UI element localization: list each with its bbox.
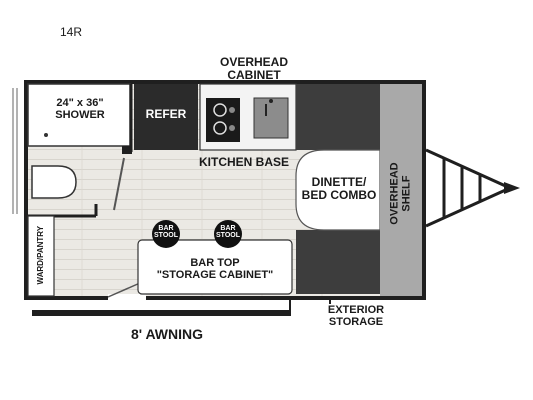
bar-top-label: BAR TOP "STORAGE CABINET" bbox=[156, 257, 274, 281]
bath-door[interactable] bbox=[113, 157, 125, 211]
entry-door-gap bbox=[108, 294, 146, 300]
toilet bbox=[31, 165, 77, 199]
ward-pantry bbox=[27, 215, 55, 297]
refer-label: REFER bbox=[145, 107, 187, 121]
bar-stool-2 bbox=[214, 220, 242, 248]
bar-top bbox=[137, 239, 293, 295]
awning-line bbox=[32, 310, 290, 316]
bar-stool-1 bbox=[152, 220, 180, 248]
kitchen-base-label: KITCHEN BASE bbox=[198, 155, 289, 169]
dinette-seat-top bbox=[296, 84, 380, 150]
overhead-cabinet-label: OVERHEAD CABINET bbox=[219, 55, 288, 82]
entry-door[interactable] bbox=[107, 282, 141, 298]
trailer-hitch bbox=[425, 148, 511, 228]
dinette-table bbox=[295, 149, 381, 231]
dinette-label: DINETTE/ BED COMBO bbox=[301, 175, 377, 202]
overhead-shelf bbox=[380, 84, 422, 296]
exterior-wall bbox=[24, 80, 426, 300]
dinette-seat-bottom bbox=[296, 230, 380, 294]
bar-stool-2-label: BAR STOOL bbox=[216, 225, 240, 240]
shower-drain bbox=[44, 133, 48, 137]
overhead-shelf-label: OVERHEAD SHELF bbox=[388, 162, 412, 225]
shower-label: 24" x 36" SHOWER bbox=[55, 97, 105, 121]
model-label: 14R bbox=[60, 25, 83, 39]
refrigerator bbox=[134, 84, 198, 150]
ward-pantry-label: WARD/PANTRY bbox=[35, 225, 45, 285]
awning-label: 8' AWNING bbox=[130, 326, 204, 342]
hitch-coupler bbox=[504, 182, 520, 194]
exterior-storage-label: EXTERIOR STORAGE bbox=[327, 304, 385, 328]
bar-stool-1-label: BAR STOOL bbox=[154, 225, 178, 240]
sink bbox=[253, 97, 289, 139]
